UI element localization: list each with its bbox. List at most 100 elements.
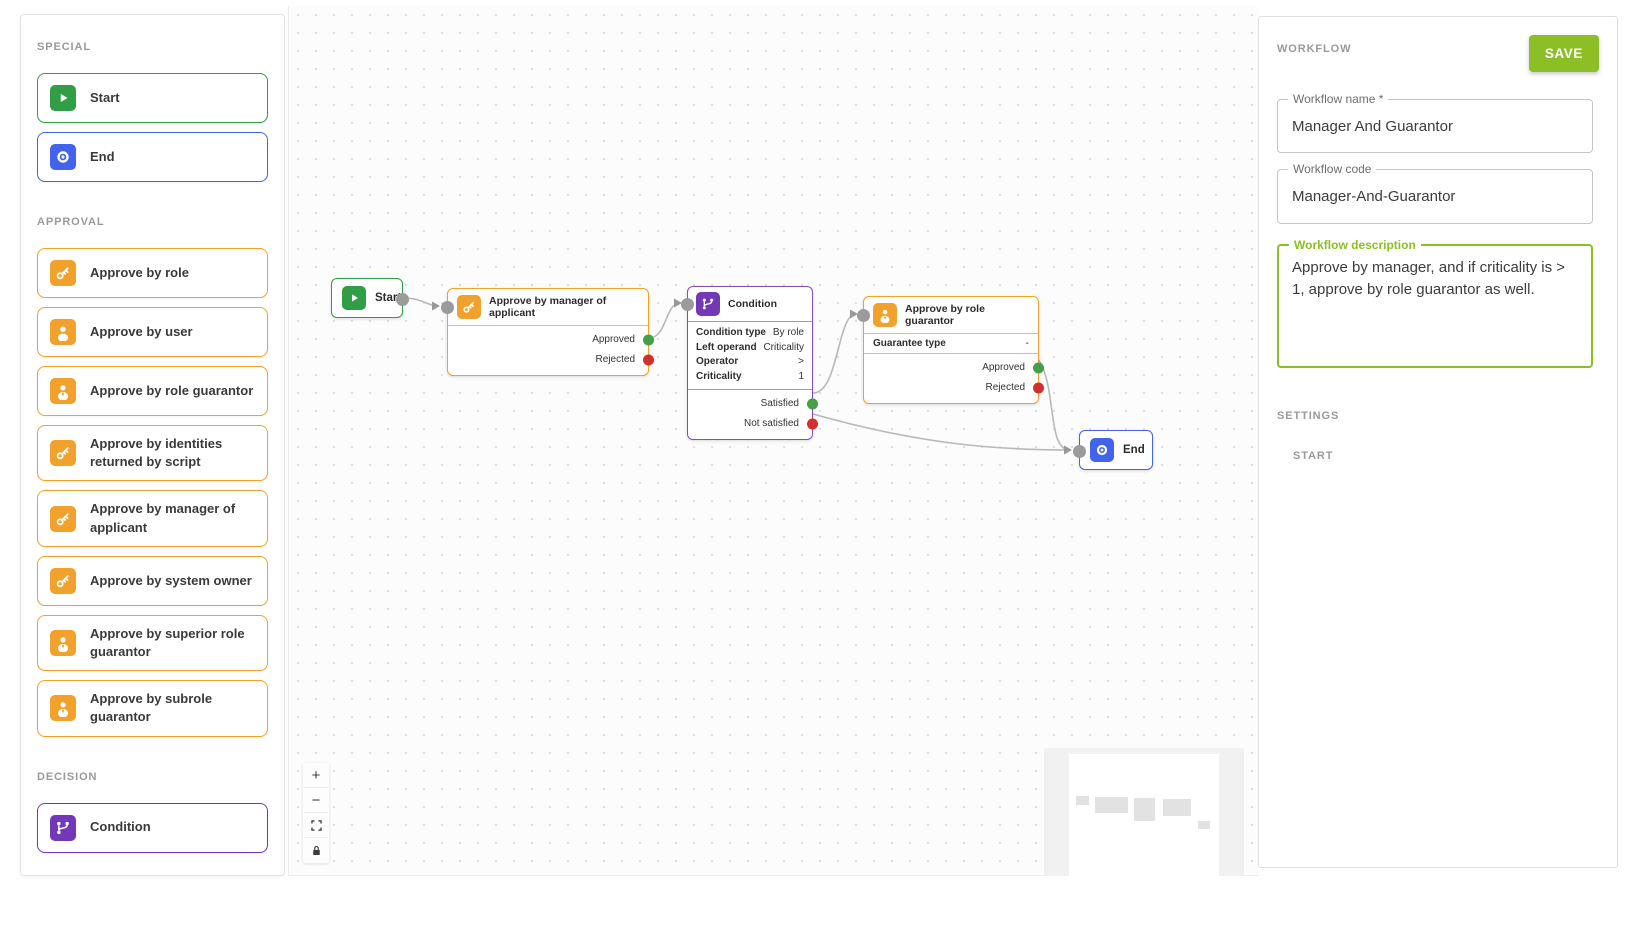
- workflow-code-field: Workflow code: [1277, 162, 1593, 224]
- workflow-properties-panel: WORKFLOW SAVE Workflow name * Workflow c…: [1258, 16, 1618, 868]
- workflow-name-input[interactable]: [1278, 100, 1592, 151]
- node-palette-sidebar: SPECIAL Start End APPROVAL Approve by ro…: [20, 14, 285, 876]
- output-rejected: Rejected: [864, 378, 1044, 398]
- panel-title: WORKFLOW: [1277, 43, 1352, 55]
- workflow-code-input[interactable]: [1278, 170, 1592, 221]
- input-port[interactable]: [1073, 444, 1086, 458]
- plus-icon: +: [311, 766, 321, 784]
- palette-item-label: Approve by identities returned by script: [90, 436, 223, 470]
- output-port-approved[interactable]: [1033, 362, 1044, 374]
- palette-item-approve-by-subrole-guarantor[interactable]: Approve by subrole guarantor: [37, 680, 268, 737]
- workflow-description-label: Workflow description: [1289, 238, 1421, 252]
- palette-item-end[interactable]: End: [37, 132, 268, 182]
- canvas-minimap[interactable]: [1044, 748, 1244, 876]
- end-target-icon: [50, 144, 76, 170]
- canvas-node-start[interactable]: Start: [331, 278, 409, 318]
- palette-item-approve-by-superior-role-guarantor[interactable]: Approve by superior role guarantor: [37, 614, 268, 672]
- palette-item-approve-by-user[interactable]: Approve by user: [37, 307, 268, 357]
- node-title: Condition: [728, 298, 777, 310]
- input-port[interactable]: [681, 297, 694, 311]
- start-settings-label: START: [1293, 450, 1334, 462]
- user-tie-icon: [50, 629, 76, 656]
- canvas-controls: + −: [303, 763, 329, 863]
- key-icon: [50, 505, 76, 532]
- zoom-in-button[interactable]: +: [303, 763, 329, 788]
- output-satisfied: Satisfied: [688, 394, 818, 414]
- output-port-not-satisfied[interactable]: [807, 418, 818, 430]
- save-button[interactable]: SAVE: [1528, 35, 1599, 72]
- workflow-name-field: Workflow name *: [1277, 92, 1593, 153]
- user-tie-icon: [873, 303, 897, 327]
- lock-icon: [312, 846, 320, 856]
- node-property: Operator>: [696, 356, 804, 367]
- workflow-name-label: Workflow name *: [1288, 92, 1389, 106]
- key-icon: [457, 295, 481, 319]
- palette-item-label: Approve by role guarantor: [90, 382, 254, 398]
- play-icon: [342, 286, 366, 310]
- fullscreen-icon: [310, 819, 322, 831]
- output-rejected: Rejected: [448, 350, 654, 370]
- output-approved: Approved: [864, 358, 1044, 378]
- node-title: Start: [375, 292, 402, 304]
- end-target-icon: [1090, 438, 1114, 462]
- output-not-satisfied: Not satisfied: [688, 414, 818, 434]
- play-icon: [50, 85, 76, 111]
- palette-item-approve-by-role[interactable]: Approve by role: [37, 248, 268, 298]
- palette-item-label: End: [90, 148, 115, 164]
- palette-item-label: Approve by superior role guarantor: [90, 625, 245, 659]
- input-port[interactable]: [441, 300, 454, 314]
- palette-item-label: Approve by manager of applicant: [90, 501, 236, 535]
- palette-item-label: Approve by subrole guarantor: [90, 691, 213, 725]
- palette-item-label: Approve by system owner: [90, 572, 252, 588]
- section-label-special: SPECIAL: [37, 41, 91, 53]
- input-port[interactable]: [857, 308, 870, 322]
- zoom-out-button[interactable]: −: [303, 788, 329, 813]
- user-tie-icon: [50, 378, 76, 404]
- key-icon: [50, 260, 76, 286]
- palette-item-label: Approve by role: [90, 264, 189, 280]
- user-icon: [50, 319, 76, 345]
- palette-item-start[interactable]: Start: [37, 73, 268, 123]
- palette-item-label: Approve by user: [90, 323, 193, 339]
- settings-section-label: SETTINGS: [1277, 410, 1340, 422]
- output-port-rejected[interactable]: [643, 354, 654, 366]
- output-port-satisfied[interactable]: [807, 398, 818, 410]
- palette-item-label: Start: [90, 89, 120, 105]
- output-port-approved[interactable]: [643, 334, 654, 346]
- node-title: Approve by manager of applicant: [489, 295, 607, 319]
- workflow-canvas[interactable]: Start Approve by manager of applicant Ap…: [288, 6, 1258, 876]
- palette-item-approve-by-manager[interactable]: Approve by manager of applicant: [37, 490, 268, 547]
- key-icon: [50, 440, 76, 467]
- palette-item-approve-by-system-owner[interactable]: Approve by system owner: [37, 555, 268, 606]
- node-title: Approve by role guarantor: [905, 303, 985, 327]
- palette-item-condition[interactable]: Condition: [37, 802, 268, 853]
- workflow-code-label: Workflow code: [1288, 162, 1377, 176]
- node-property: Guarantee type -: [864, 334, 1038, 354]
- workflow-description-input[interactable]: Approve by manager, and if criticality i…: [1279, 246, 1591, 354]
- canvas-node-end[interactable]: End: [1073, 430, 1153, 470]
- section-label-decision: DECISION: [37, 770, 98, 783]
- branch-icon: [50, 814, 76, 841]
- node-title: End: [1123, 444, 1145, 456]
- canvas-node-approve-by-manager[interactable]: Approve by manager of applicant Approved…: [441, 288, 654, 376]
- palette-item-label: Condition: [90, 819, 151, 835]
- palette-item-approve-by-role-guarantor[interactable]: Approve by role guarantor: [37, 366, 268, 416]
- lock-button[interactable]: [303, 838, 329, 863]
- fit-view-button[interactable]: [303, 813, 329, 838]
- workflow-edges: [402, 297, 1072, 455]
- minus-icon: −: [311, 791, 321, 809]
- key-icon: [50, 567, 76, 594]
- workflow-description-field: Workflow description Approve by manager,…: [1277, 238, 1593, 368]
- minimap-node: [1076, 796, 1089, 805]
- branch-icon: [696, 292, 720, 316]
- canvas-node-approve-by-role-guarantor[interactable]: Approve by role guarantor Guarantee type…: [857, 296, 1044, 404]
- section-label-approval: APPROVAL: [37, 216, 105, 228]
- output-approved: Approved: [448, 330, 654, 350]
- output-port[interactable]: [396, 292, 409, 306]
- output-port-rejected[interactable]: [1033, 382, 1044, 394]
- palette-item-approve-by-identities-script[interactable]: Approve by identities returned by script: [37, 425, 268, 482]
